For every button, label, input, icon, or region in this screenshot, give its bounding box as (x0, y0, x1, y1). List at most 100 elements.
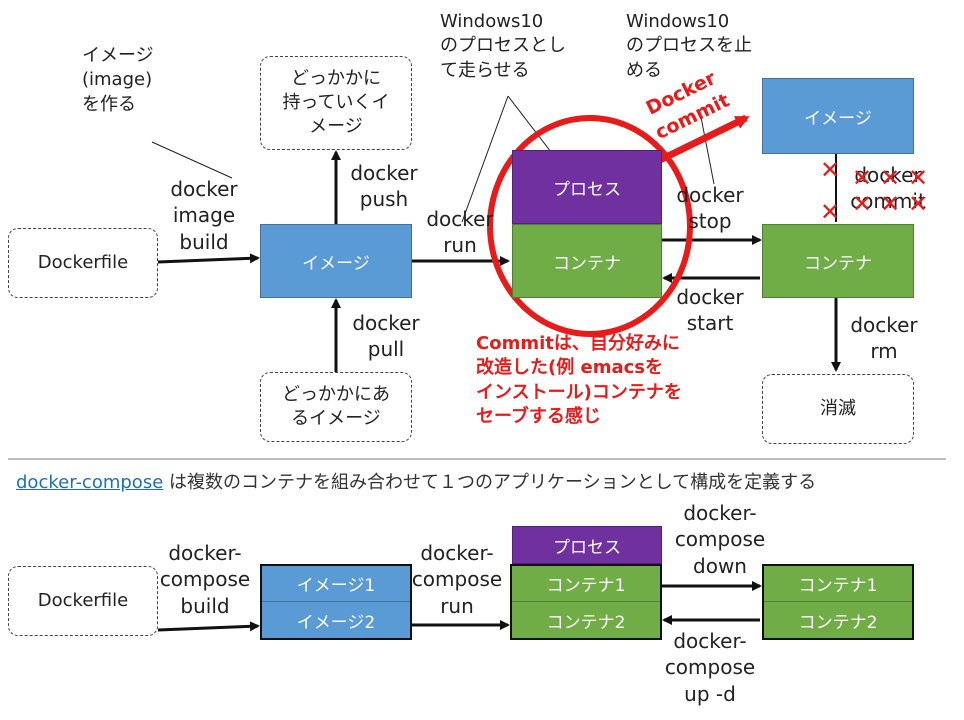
compose-container1-run-label: コンテナ1 (546, 576, 626, 596)
cmd-line: compose (674, 527, 766, 552)
arrow-compose-build (157, 621, 260, 632)
compose-container1-down-box: コンテナ1 (764, 566, 912, 602)
compose-description-text: は複数のコンテナを組み合わせて１つのアプリケーションとして構成を定義する (163, 472, 817, 493)
running-container-label: コンテナ (553, 253, 621, 274)
image-label: イメージ (302, 253, 370, 274)
cmd-line: docker- (420, 541, 494, 565)
section-divider (8, 458, 946, 460)
cmd-compose-down: docker- compose down (660, 500, 780, 579)
cross-mark-icon: ✕ (880, 190, 901, 218)
dockerfile-box: Dockerfile (8, 228, 158, 298)
committed-image-label: イメージ (804, 108, 872, 129)
cmd-line: compose (159, 567, 251, 592)
vanish-box: 消滅 (762, 374, 914, 444)
cmd-push: docker push (342, 160, 426, 213)
cmd-commit-crossed: docker commit (846, 162, 930, 215)
arrow-build (157, 253, 260, 264)
cross-mark-icon: ✕ (908, 190, 929, 218)
cmd-line: docker (352, 311, 420, 335)
compose-stopped-containers-group: コンテナ1 コンテナ2 (762, 564, 914, 640)
compose-container2-run-label: コンテナ2 (546, 612, 626, 633)
note-line: Windows10 (440, 11, 544, 32)
cross-mark-icon: ✕ (820, 198, 841, 226)
cmd-image-build: docker image build (158, 176, 250, 255)
committed-image-box: イメージ (762, 78, 914, 154)
process-box: プロセス (512, 150, 662, 224)
note-line: のプロセスとし (440, 35, 566, 57)
note-run-process: Windows10 のプロセスとし て走らせる (440, 10, 566, 83)
compose-container2-down-box: コンテナ2 (764, 602, 912, 638)
compose-container2-run-box: コンテナ2 (512, 602, 660, 638)
cmd-line: commit (850, 189, 926, 214)
cmd-line: rm (870, 339, 898, 364)
compose-running-containers-group: コンテナ1 コンテナ2 (510, 564, 662, 640)
cmd-line: docker (676, 285, 744, 309)
note-stop-process: Windows10 のプロセスを止 める (626, 10, 752, 83)
cmd-rm: docker rm (842, 312, 926, 365)
compose-image2-box: イメージ2 (262, 602, 410, 638)
cmd-line: down (693, 553, 747, 578)
compose-images-group: イメージ1 イメージ2 (260, 564, 412, 640)
commit-highlight-circle (487, 115, 693, 337)
pull-source-line: るイメージ (291, 408, 381, 429)
compose-image2-label: イメージ2 (296, 612, 376, 633)
cmd-compose-run: docker- compose run (402, 540, 512, 619)
cmd-line: docker (426, 207, 494, 231)
cmd-line: docker- (168, 541, 242, 565)
cross-mark-icon: ✕ (820, 156, 841, 184)
cmd-line: build (179, 229, 229, 254)
compose-dockerfile-box: Dockerfile (8, 566, 158, 636)
note-line: て走らせる (440, 59, 530, 81)
cmd-line: docker- (683, 501, 757, 525)
cross-mark-icon: ✕ (880, 164, 901, 192)
note-make-image: イメージ (image) を作る (82, 44, 154, 117)
pull-source-box: どっかかにあ るイメージ (260, 372, 412, 442)
cmd-line: compose (411, 567, 503, 592)
compose-dockerfile-label: Dockerfile (37, 589, 129, 611)
cmd-line: docker (850, 313, 918, 337)
note-line: イメージ (82, 45, 154, 66)
note-line: める (626, 59, 662, 81)
callout-stop-process (699, 111, 715, 185)
cmd-line: run (443, 233, 477, 258)
cmd-stop: docker stop (668, 182, 752, 235)
note-line: (image) (82, 69, 153, 91)
cmd-line: docker (170, 177, 238, 201)
cross-mark-icon: ✕ (852, 164, 873, 192)
process-label: プロセス (553, 179, 621, 200)
cmd-line: compose (664, 655, 756, 680)
cmd-line: docker (676, 183, 744, 207)
commit-red-arrow (658, 114, 750, 164)
cmd-run: docker run (418, 206, 502, 259)
cmd-line: run (440, 593, 474, 618)
running-container-box: コンテナ (512, 224, 662, 298)
cmd-compose-build: docker- compose build (150, 540, 260, 619)
cmd-line: push (359, 187, 409, 212)
cross-mark-icon: ✕ (908, 164, 929, 192)
docker-compose-link[interactable]: docker-compose (16, 472, 164, 493)
vanish-label: 消滅 (820, 397, 856, 419)
commit-explanation-note: Commitは、自分好みに 改造した(例 emacsを インストール)コンテナを… (476, 332, 682, 429)
note-line: を作る (82, 93, 136, 115)
compose-description: docker-compose は複数のコンテナを組み合わせて１つのアプリケーショ… (16, 468, 816, 494)
commit-note-line: Commitは、自分好みに (476, 333, 680, 354)
commit-note-line: インストール)コンテナを (476, 381, 682, 403)
cmd-line: image (172, 203, 236, 228)
cmd-line: docker (854, 163, 922, 187)
cmd-line: build (180, 593, 230, 618)
compose-process-box: プロセス (512, 526, 662, 564)
push-destination-line: メージ (309, 116, 363, 138)
stopped-container-label: コンテナ (804, 253, 872, 274)
compose-process-label: プロセス (553, 537, 621, 558)
note-line: Windows10 (626, 11, 730, 32)
cmd-line: up -d (684, 681, 736, 706)
dockerfile-label: Dockerfile (37, 251, 129, 273)
stopped-container-box: コンテナ (762, 224, 914, 298)
callout-run-process-a (461, 95, 509, 223)
cross-mark-icon: ✕ (852, 190, 873, 218)
compose-container2-down-label: コンテナ2 (798, 612, 878, 633)
compose-container1-run-box: コンテナ1 (512, 566, 660, 602)
push-destination-box: どっかかに 持っていくイ メージ (260, 56, 412, 150)
commit-note-line: 改造した(例 emacsを (476, 357, 663, 379)
